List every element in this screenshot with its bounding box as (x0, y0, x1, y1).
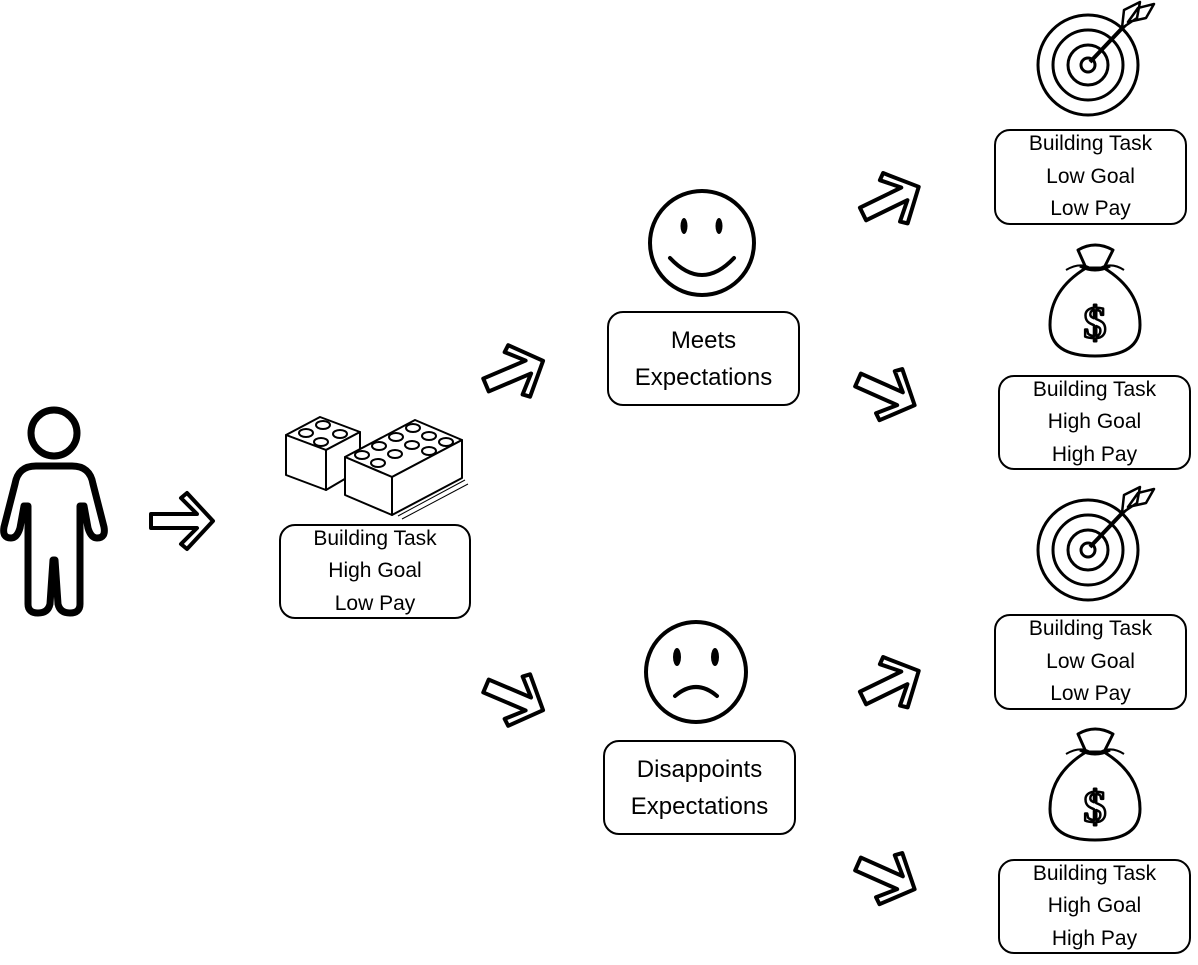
condition-line-1: Meets (670, 326, 737, 354)
target-icon-bottom (1036, 485, 1156, 602)
person-icon (0, 406, 108, 617)
meets-expectations-box: Meets Expectations (607, 311, 800, 406)
disappoints-expectations-box: Disappoints Expectations (603, 740, 796, 835)
outcome-line-3: Low Pay (1050, 197, 1131, 221)
arrow-disappoints-to-high-goal (844, 836, 929, 917)
start-task-line-3: Low Pay (334, 591, 416, 615)
outcome-line-3: High Pay (1051, 926, 1138, 950)
building-blocks-icon (285, 416, 469, 520)
dollar-sign: $ (1084, 781, 1107, 832)
outcome-line-1: Building Task (1028, 132, 1153, 156)
condition-line-1: Disappoints (636, 755, 763, 783)
arrow-task-to-disappoints (475, 660, 554, 736)
outcome-box-low-goal-2: Building Task Low Goal Low Pay (994, 614, 1187, 710)
outcome-line-2: High Goal (1047, 894, 1142, 918)
outcome-line-1: Building Task (1032, 861, 1157, 885)
arrow-meets-to-low-goal (851, 162, 931, 240)
outcome-line-1: Building Task (1032, 377, 1157, 401)
condition-line-2: Expectations (630, 792, 769, 820)
outcome-line-3: High Pay (1051, 442, 1138, 466)
outcome-line-2: High Goal (1047, 410, 1142, 434)
outcome-line-3: Low Pay (1050, 682, 1131, 706)
dollar-sign: $ (1084, 297, 1107, 348)
start-task-box: Building Task High Goal Low Pay (279, 524, 471, 619)
outcome-box-low-goal-1: Building Task Low Goal Low Pay (994, 129, 1187, 225)
arrow-task-to-meets (475, 335, 554, 411)
outcome-box-high-goal-1: Building Task High Goal High Pay (998, 375, 1191, 470)
money-bag-icon-bottom: $ (1048, 727, 1142, 842)
outcome-line-1: Building Task (1028, 617, 1153, 641)
start-task-line-1: Building Task (313, 526, 437, 550)
start-task-line-2: High Goal (328, 559, 422, 583)
target-icon-top (1036, 0, 1156, 117)
sad-face-icon (644, 620, 748, 724)
happy-face-icon (648, 189, 756, 297)
outcome-line-2: Low Goal (1046, 164, 1135, 188)
arrow-meets-to-high-goal (844, 352, 929, 433)
condition-line-2: Expectations (634, 363, 773, 391)
outcome-line-2: Low Goal (1046, 649, 1135, 673)
arrow-person-to-task (149, 491, 215, 551)
arrow-disappoints-to-low-goal (851, 646, 931, 724)
outcome-box-high-goal-2: Building Task High Goal High Pay (998, 859, 1191, 954)
money-bag-icon-top: $ (1048, 243, 1142, 358)
